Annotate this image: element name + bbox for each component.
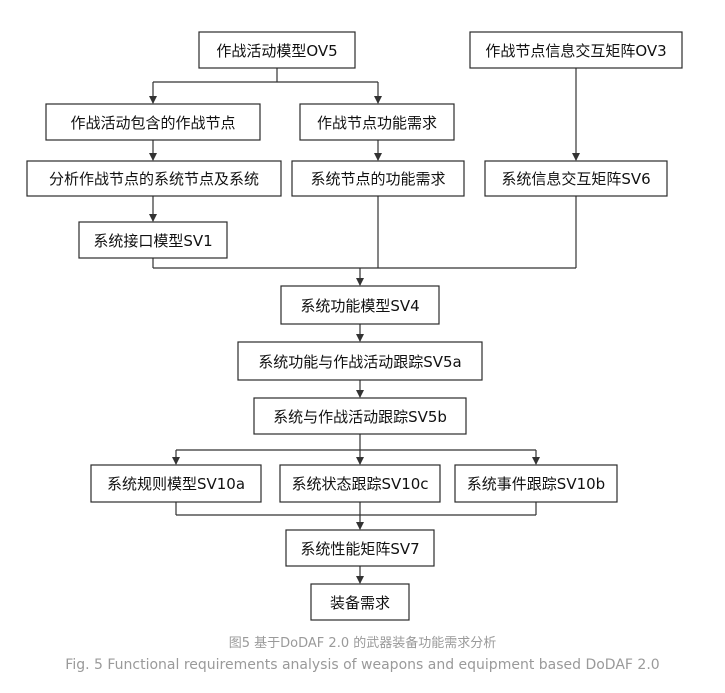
svg-text:系统功能模型SV4: 系统功能模型SV4 (300, 297, 419, 315)
node-sv4: 系统功能模型SV4 (280, 285, 440, 325)
node-sv6: 系统信息交互矩阵SV6 (484, 160, 668, 197)
svg-text:系统节点的功能需求: 系统节点的功能需求 (310, 170, 445, 188)
svg-text:作战节点功能需求: 作战节点功能需求 (317, 114, 437, 132)
node-sv10b: 系统事件跟踪SV10b (454, 464, 618, 503)
node-sv10c: 系统状态跟踪SV10c (279, 464, 441, 503)
node-sv5a: 系统功能与作战活动跟踪SV5a (237, 341, 483, 381)
figure-caption-en: Fig. 5 Functional requirements analysis … (65, 657, 660, 673)
svg-text:系统规则模型SV10a: 系统规则模型SV10a (107, 475, 245, 493)
svg-text:作战活动包含的作战节点: 作战活动包含的作战节点 (70, 114, 235, 132)
svg-text:装备需求: 装备需求 (330, 594, 390, 612)
node-analysis: 分析作战节点的系统节点及系统 (26, 160, 282, 197)
flowchart: 作战活动模型OV5 作战节点信息交互矩阵OV3 作战活动包含的作战节点 作战节点… (26, 31, 683, 621)
svg-text:系统功能与作战活动跟踪SV5a: 系统功能与作战活动跟踪SV5a (258, 353, 462, 371)
node-sv1: 系统接口模型SV1 (78, 221, 228, 259)
node-sv5b: 系统与作战活动跟踪SV5b (253, 397, 467, 435)
svg-text:分析作战节点的系统节点及系统: 分析作战节点的系统节点及系统 (49, 170, 259, 188)
node-sys-node-func: 系统节点的功能需求 (291, 160, 465, 197)
node-ops-nodes: 作战活动包含的作战节点 (45, 103, 261, 141)
svg-text:系统与作战活动跟踪SV5b: 系统与作战活动跟踪SV5b (273, 408, 447, 426)
connectors (149, 68, 580, 584)
svg-text:作战活动模型OV5: 作战活动模型OV5 (216, 42, 337, 60)
svg-text:系统性能矩阵SV7: 系统性能矩阵SV7 (300, 540, 419, 558)
node-sv10a: 系统规则模型SV10a (90, 464, 262, 503)
figure-caption-cn: 图5 基于DoDAF 2.0 的武器装备功能需求分析 (228, 636, 497, 651)
svg-text:系统状态跟踪SV10c: 系统状态跟踪SV10c (291, 475, 428, 493)
svg-text:作战节点信息交互矩阵OV3: 作战节点信息交互矩阵OV3 (485, 42, 666, 60)
svg-text:系统接口模型SV1: 系统接口模型SV1 (93, 232, 212, 250)
node-ov5: 作战活动模型OV5 (198, 31, 356, 69)
node-equip: 装备需求 (310, 583, 410, 621)
node-ov3: 作战节点信息交互矩阵OV3 (469, 31, 683, 69)
svg-text:系统信息交互矩阵SV6: 系统信息交互矩阵SV6 (501, 170, 650, 188)
svg-text:系统事件跟踪SV10b: 系统事件跟踪SV10b (467, 475, 605, 493)
node-ops-func: 作战节点功能需求 (299, 103, 455, 141)
node-sv7: 系统性能矩阵SV7 (285, 529, 435, 567)
